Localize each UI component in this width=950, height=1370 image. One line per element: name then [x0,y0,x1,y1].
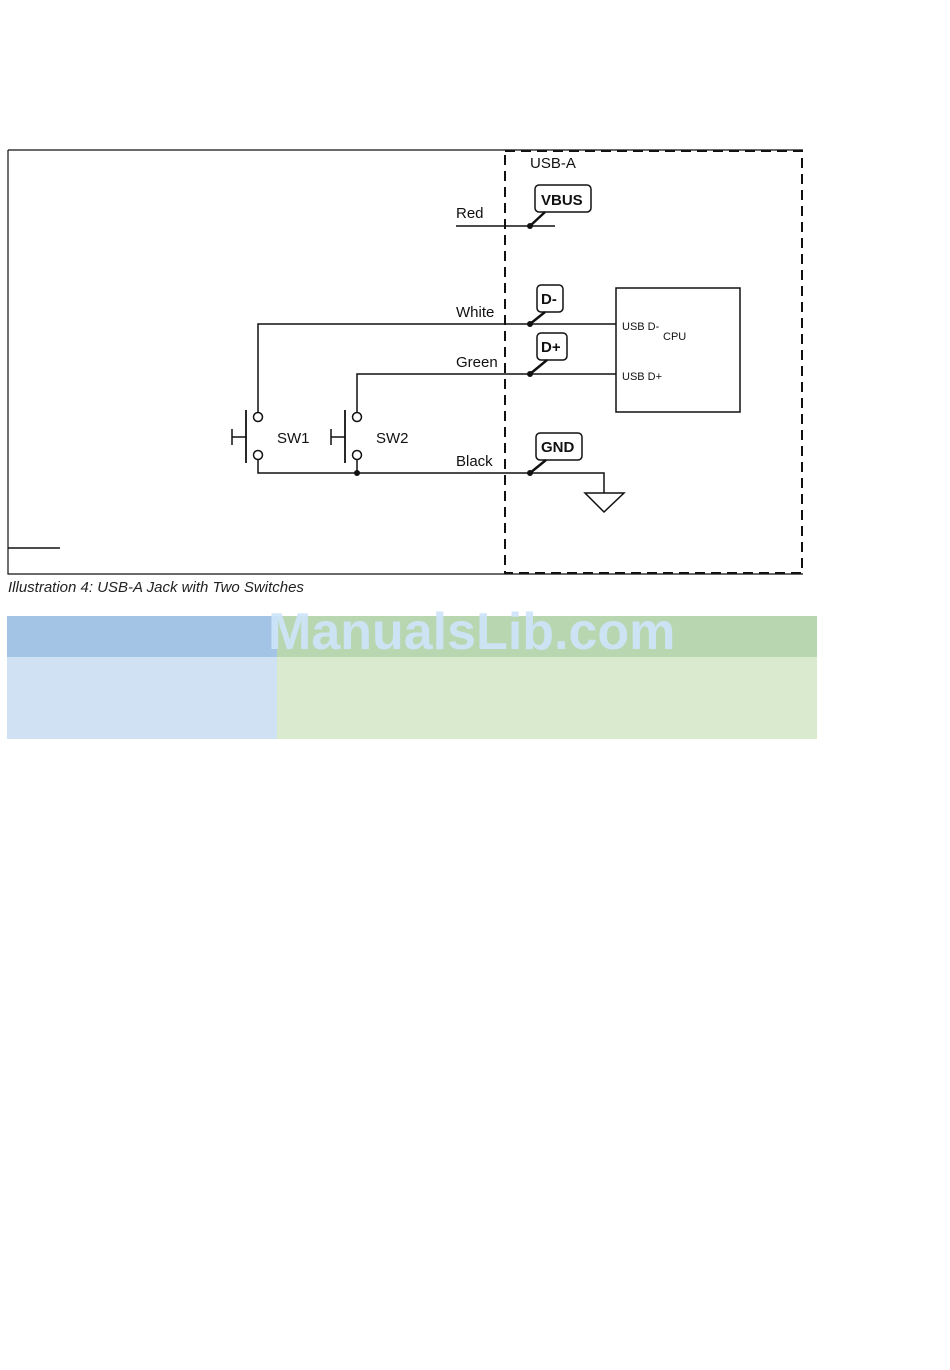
table-body-cell-2 [277,657,817,739]
vbus-tag-pointer [530,212,545,226]
dminus-junction [527,321,533,327]
cpu-block [616,288,740,412]
dplus-junction [527,371,533,377]
illustration-caption: Illustration 4: USB-A Jack with Two Swit… [8,579,304,596]
cpu-pin-dminus: USB D- [622,321,660,333]
gnd-tag-pointer [530,460,546,473]
wire-white-label: White [456,304,494,321]
cpu-label: CPU [663,331,686,343]
usb-a-switch-schematic: USB-A VBUS Red USB D- CPU USB D+ D- Whit… [0,0,950,600]
wire-black-label: Black [456,453,493,470]
gnd-tag-text: GND [541,439,575,456]
wire-black [258,460,604,493]
vbus-junction [527,223,533,229]
switch-sw1 [232,410,263,463]
sw1-label: SW1 [277,430,310,447]
wire-green [357,374,616,412]
cpu-pin-dplus: USB D+ [622,371,662,383]
wire-red-label: Red [456,205,484,222]
switch-sw2 [331,410,362,463]
dplus-tag-text: D+ [541,339,561,356]
dplus-tag-pointer [530,360,547,374]
sw2-label: SW2 [376,430,409,447]
table-body-cell-1 [7,657,277,739]
dminus-tag-text: D- [541,291,557,308]
ground-icon [585,493,624,512]
usb-a-label: USB-A [530,155,576,172]
wire-green-label: Green [456,354,498,371]
watermark-logo: ManualsLib.com [268,602,675,662]
vbus-tag-text: VBUS [541,192,583,209]
gnd-junction [527,470,533,476]
table-header-cell-1 [7,616,277,657]
sw2-ground-junction [354,470,360,476]
